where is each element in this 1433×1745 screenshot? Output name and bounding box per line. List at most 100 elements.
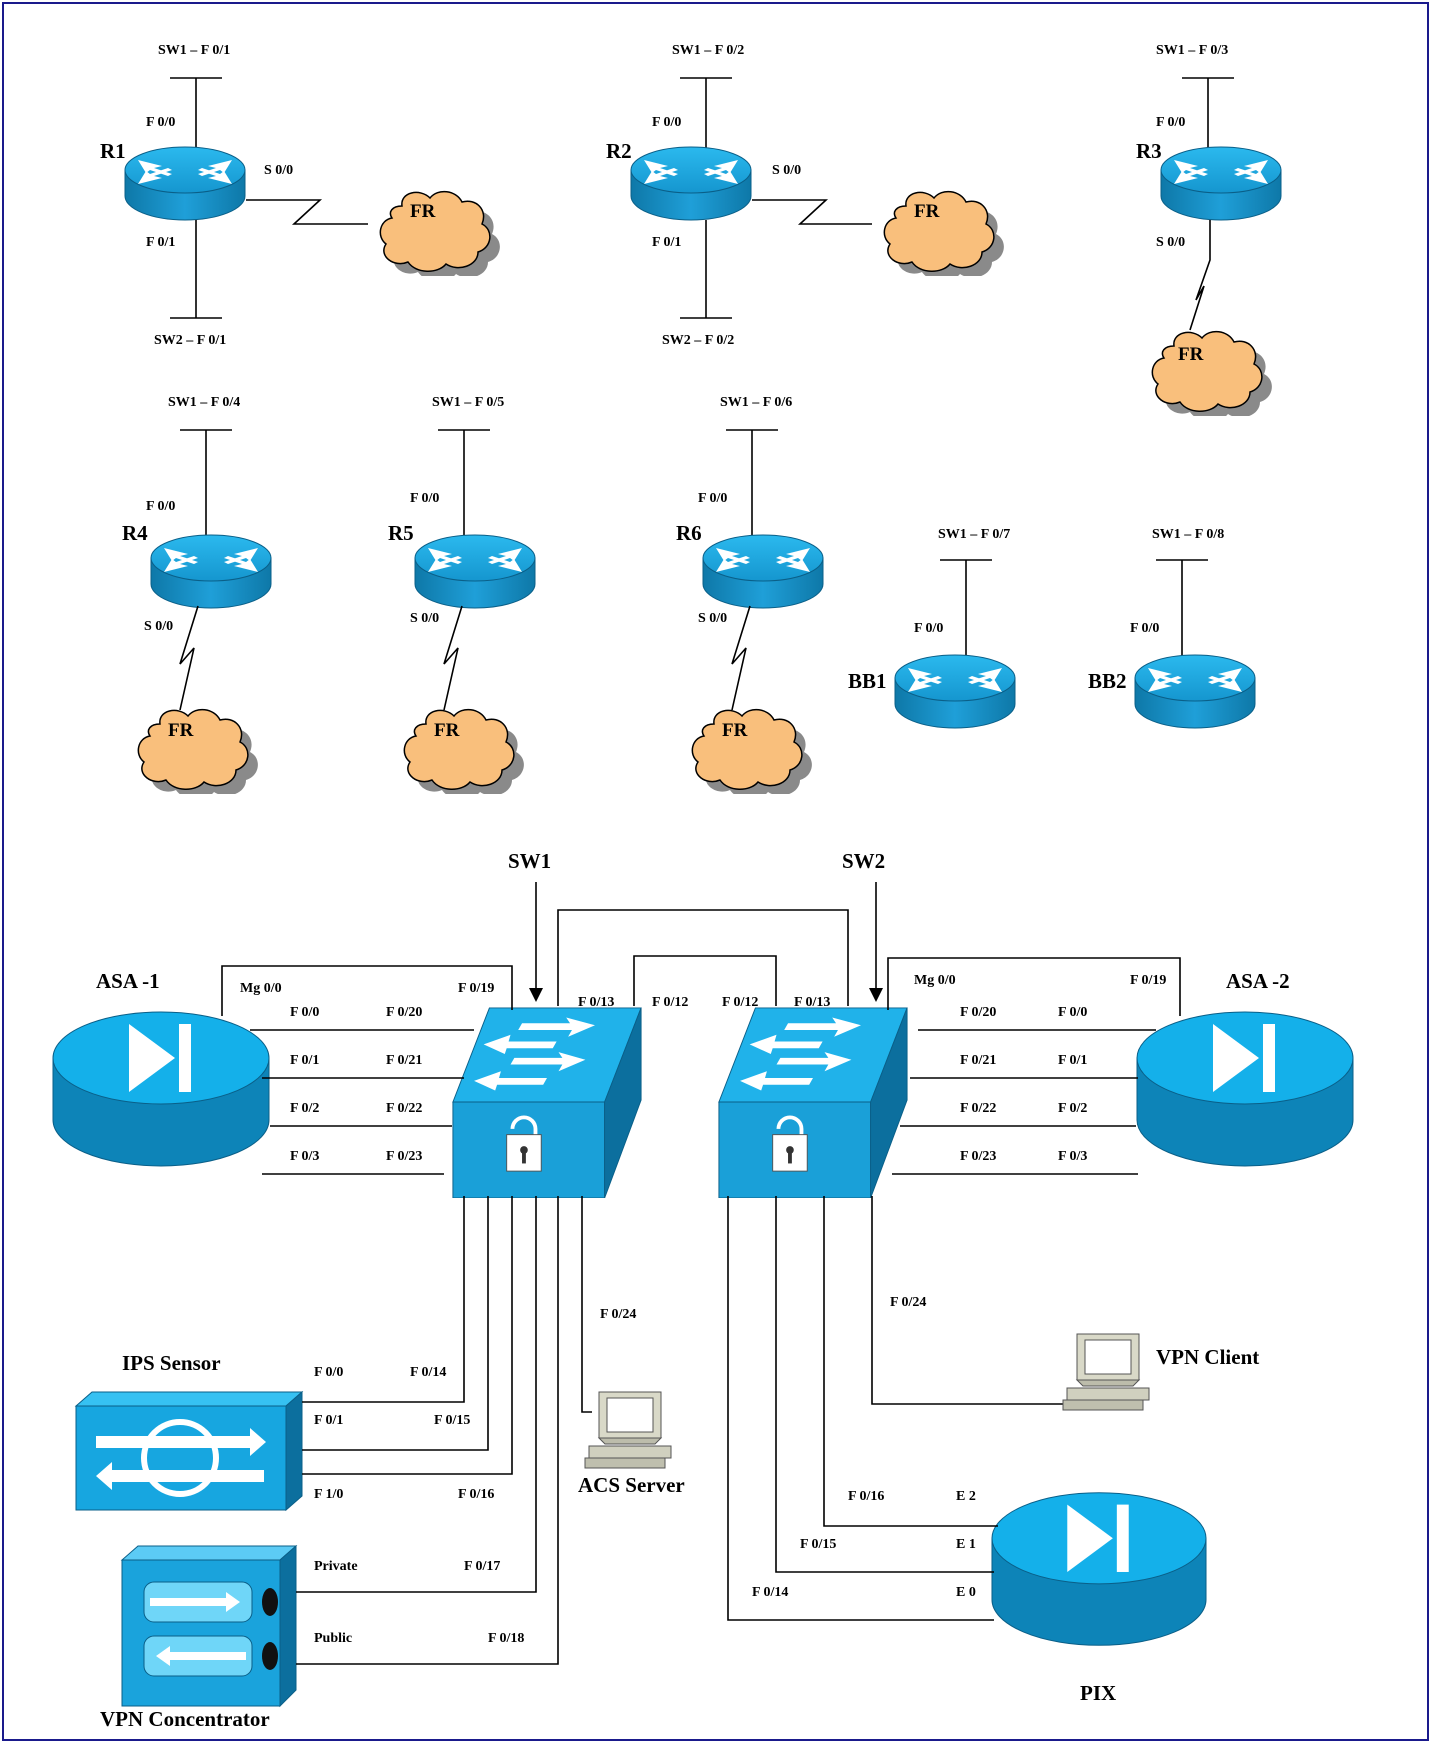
router-r5-icon[interactable] — [414, 534, 536, 609]
r4-s00-label: S 0/0 — [144, 619, 173, 634]
asa2-f01-label: F 0/1 — [1058, 1053, 1087, 1068]
r2-f01-label: F 0/1 — [652, 235, 681, 250]
pix-e1-label: E 1 — [956, 1537, 976, 1552]
pix-f014-label: F 0/14 — [752, 1585, 788, 1600]
router-r2-group: SW1 – F 0/2 F 0/0 R2 S 0/0 F 0/1 SW2 – F… — [606, 43, 1005, 348]
r6-cloud-label: FR — [722, 720, 748, 741]
sw1-f012-label: F 0/12 — [652, 995, 688, 1010]
ips-f014-label: F 0/14 — [410, 1365, 446, 1380]
r5-name: R5 — [388, 521, 414, 545]
r4-sw1-label: SW1 – F 0/4 — [168, 395, 240, 410]
pix-e2-label: E 2 — [956, 1489, 976, 1504]
ips-f00-label: F 0/0 — [314, 1365, 343, 1380]
asa2-f022-label: F 0/22 — [960, 1101, 996, 1116]
router-r1-icon[interactable] — [124, 146, 246, 221]
sw1-f013-label: F 0/13 — [578, 995, 614, 1010]
router-bb2-icon[interactable] — [1134, 654, 1256, 729]
cloud-r2-icon — [883, 190, 1005, 276]
r1-name: R1 — [100, 139, 126, 163]
sw2-f012-label: F 0/12 — [722, 995, 758, 1010]
router-r3-icon[interactable] — [1160, 146, 1282, 221]
router-r4-icon[interactable] — [150, 534, 272, 609]
asa1-f023-label: F 0/23 — [386, 1149, 422, 1164]
asa2-f021-label: F 0/21 — [960, 1053, 996, 1068]
asa2-f03-label: F 0/3 — [1058, 1149, 1087, 1164]
r3-f00-label: F 0/0 — [1156, 115, 1185, 130]
asa1-group: ASA -1 Mg 0/0 F 0/19 F 0/0 F 0/20 F 0/1 … — [52, 965, 513, 1175]
ips-f01-label: F 0/1 — [314, 1413, 343, 1428]
ips-f10-label: F 1/0 — [314, 1487, 343, 1502]
ips-name: IPS Sensor — [122, 1351, 221, 1375]
sw2-f024-label: F 0/24 — [890, 1295, 926, 1310]
asa1-f03-label: F 0/3 — [290, 1149, 319, 1164]
r5-sw1-label: SW1 – F 0/5 — [432, 395, 504, 410]
vpn-f017-label: F 0/17 — [464, 1559, 500, 1574]
bb2-f00-label: F 0/0 — [1130, 621, 1159, 636]
r6-s00-label: S 0/0 — [698, 611, 727, 626]
vpn-client-icon[interactable] — [1062, 1333, 1150, 1411]
r6-sw1-label: SW1 – F 0/6 — [720, 395, 792, 410]
router-r4-group: SW1 – F 0/4 F 0/0 R4 S 0/0 FR — [122, 395, 272, 794]
router-r6-icon[interactable] — [702, 534, 824, 609]
switch-sw1-group: SW1 F 0/13 F 0/12 — [453, 849, 688, 1198]
pix-f015-label: F 0/15 — [800, 1537, 836, 1552]
bb2-name: BB2 — [1088, 669, 1127, 693]
vpn-client-name: VPN Client — [1156, 1345, 1259, 1369]
r2-cloud-label: FR — [914, 201, 940, 222]
cloud-r1-icon — [379, 190, 501, 276]
router-bb2-group: SW1 – F 0/8 F 0/0 BB2 — [1088, 527, 1256, 729]
r3-sw1-label: SW1 – F 0/3 — [1156, 43, 1228, 58]
asa1-icon[interactable] — [52, 1011, 270, 1167]
r4-cloud-label: FR — [168, 720, 194, 741]
vpn-client-group: F 0/24 VPN Client — [871, 1196, 1259, 1411]
asa1-f00-label: F 0/0 — [290, 1005, 319, 1020]
r3-s00-label: S 0/0 — [1156, 235, 1185, 250]
vpn-private-label: Private — [314, 1559, 358, 1574]
pix-icon[interactable] — [991, 1492, 1207, 1646]
router-bb1-icon[interactable] — [894, 654, 1016, 729]
sw1-f024-label: F 0/24 — [600, 1307, 636, 1322]
switch-sw1-icon[interactable] — [453, 1008, 641, 1198]
r2-name: R2 — [606, 139, 632, 163]
router-r6-group: SW1 – F 0/6 F 0/0 R6 S 0/0 FR — [676, 395, 824, 794]
r5-f00-label: F 0/0 — [410, 491, 439, 506]
router-r1-group: SW1 – F 0/1 F 0/0 R1 S 0/0 F 0/1 SW2 – F… — [100, 43, 501, 348]
r2-f00-label: F 0/0 — [652, 115, 681, 130]
bb1-name: BB1 — [848, 669, 887, 693]
asa2-group: ASA -2 Mg 0/0 F 0/19 F 0/20 F 0/0 F 0/21… — [887, 957, 1354, 1175]
ips-f015-label: F 0/15 — [434, 1413, 470, 1428]
switch-sw2-icon[interactable] — [719, 1008, 907, 1198]
acs-server-icon[interactable] — [584, 1391, 672, 1469]
sw1-name: SW1 — [508, 849, 551, 873]
vpn-public-label: Public — [314, 1631, 352, 1646]
r4-name: R4 — [122, 521, 148, 545]
vpn-concentrator-name: VPN Concentrator — [100, 1707, 270, 1731]
r2-sw1-label: SW1 – F 0/2 — [672, 43, 744, 58]
r2-s00-label: S 0/0 — [772, 163, 801, 178]
bb1-sw1-label: SW1 – F 0/7 — [938, 527, 1010, 542]
asa1-mg-port: F 0/19 — [458, 981, 494, 996]
asa1-f02-label: F 0/2 — [290, 1101, 319, 1116]
asa2-f023-label: F 0/23 — [960, 1149, 996, 1164]
asa2-f02-label: F 0/2 — [1058, 1101, 1087, 1116]
acs-server-group: F 0/24 ACS Server — [578, 1196, 685, 1497]
ips-group: IPS Sensor F 0/0 F 0/14 F 0/1 F 0/15 F 1… — [74, 1196, 513, 1512]
bb2-sw1-label: SW1 – F 0/8 — [1152, 527, 1224, 542]
asa1-f021-label: F 0/21 — [386, 1053, 422, 1068]
router-r5-group: SW1 – F 0/5 F 0/0 R5 S 0/0 FR — [388, 395, 536, 794]
asa2-name: ASA -2 — [1226, 969, 1290, 993]
asa1-f022-label: F 0/22 — [386, 1101, 422, 1116]
r1-s00-label: S 0/0 — [264, 163, 293, 178]
r3-name: R3 — [1136, 139, 1162, 163]
r2-sw2-label: SW2 – F 0/2 — [662, 333, 734, 348]
cloud-r5-icon — [403, 708, 525, 794]
r5-cloud-label: FR — [434, 720, 460, 741]
cloud-r3-icon — [1151, 330, 1273, 416]
asa2-icon[interactable] — [1136, 1011, 1354, 1167]
r6-f00-label: F 0/0 — [698, 491, 727, 506]
router-r2-icon[interactable] — [630, 146, 752, 221]
pix-name: PIX — [1080, 1681, 1116, 1705]
pix-group: PIX F 0/16 E 2 F 0/15 E 1 F 0/14 E 0 — [727, 1196, 1207, 1705]
asa1-f01-label: F 0/1 — [290, 1053, 319, 1068]
